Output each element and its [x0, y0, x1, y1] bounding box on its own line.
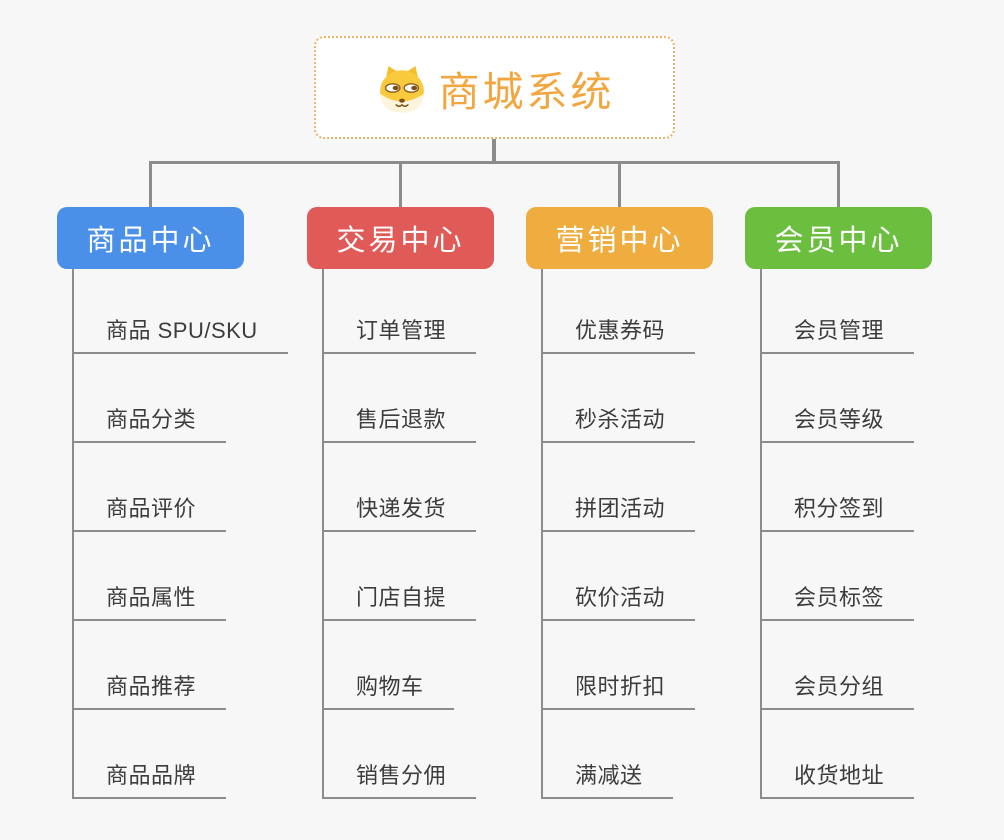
leaf-topic[interactable]: 砍价活动: [541, 532, 781, 621]
leaf-topic[interactable]: 售后退款: [322, 354, 562, 443]
leaf-topic[interactable]: 收货地址: [760, 710, 1000, 799]
connector-drop-members: [837, 161, 840, 207]
branch-label: 商品中心: [86, 225, 215, 257]
leaf-topic[interactable]: 限时折扣: [541, 621, 781, 710]
leaf-topic[interactable]: 会员管理: [760, 265, 1000, 354]
connector-drop-products: [149, 161, 152, 207]
root-topic[interactable]: 商城系统: [314, 36, 675, 139]
leaf-topic[interactable]: 门店自提: [322, 532, 562, 621]
connector-root-stem: [492, 139, 496, 162]
connector-bus: [149, 161, 840, 164]
branch-label: 营销中心: [555, 225, 684, 257]
leaf-topic[interactable]: 会员分组: [760, 621, 1000, 710]
leaf-topic[interactable]: 商品属性: [72, 532, 312, 621]
branch-vline: [322, 269, 324, 799]
branch-node-marketing-center[interactable]: 营销中心: [526, 207, 713, 269]
leaf-topic[interactable]: 满减送: [541, 710, 781, 799]
branch-node-product-center[interactable]: 商品中心: [57, 207, 244, 269]
branch-label: 会员中心: [774, 225, 903, 257]
leaf-topic[interactable]: 会员标签: [760, 532, 1000, 621]
leaf-topic[interactable]: 商品品牌: [72, 710, 312, 799]
branch-vline: [72, 269, 74, 799]
leaf-topic[interactable]: 订单管理: [322, 265, 562, 354]
leaf-topic[interactable]: 商品 SPU/SKU: [72, 265, 312, 354]
connector-drop-trade: [399, 161, 402, 207]
leaf-topic[interactable]: 商品分类: [72, 354, 312, 443]
branch-column-member-center: 会员管理 会员等级 积分签到 会员标签 会员分组 收货地址: [760, 265, 1000, 799]
branch-node-member-center[interactable]: 会员中心: [745, 207, 932, 269]
shiba-dog-icon: [375, 62, 429, 114]
branch-column-product-center: 商品 SPU/SKU 商品分类 商品评价 商品属性 商品推荐 商品品牌: [72, 265, 312, 799]
leaf-topic[interactable]: 商品评价: [72, 443, 312, 532]
leaf-topic[interactable]: 商品推荐: [72, 621, 312, 710]
leaf-topic[interactable]: 优惠券码: [541, 265, 781, 354]
root-topic-label: 商城系统: [438, 68, 615, 115]
branch-vline: [541, 269, 543, 799]
leaf-topic[interactable]: 秒杀活动: [541, 354, 781, 443]
leaf-topic[interactable]: 快递发货: [322, 443, 562, 532]
leaf-topic[interactable]: 销售分佣: [322, 710, 562, 799]
branch-column-marketing-center: 优惠券码 秒杀活动 拼团活动 砍价活动 限时折扣 满减送: [541, 265, 781, 799]
leaf-topic[interactable]: 拼团活动: [541, 443, 781, 532]
branch-vline: [760, 269, 762, 799]
connector-drop-marketing: [618, 161, 621, 207]
leaf-topic[interactable]: 会员等级: [760, 354, 1000, 443]
branch-node-trade-center[interactable]: 交易中心: [307, 207, 494, 269]
branch-column-trade-center: 订单管理 售后退款 快递发货 门店自提 购物车 销售分佣: [322, 265, 562, 799]
branch-label: 交易中心: [336, 225, 465, 257]
leaf-topic[interactable]: 积分签到: [760, 443, 1000, 532]
leaf-topic[interactable]: 购物车: [322, 621, 562, 710]
